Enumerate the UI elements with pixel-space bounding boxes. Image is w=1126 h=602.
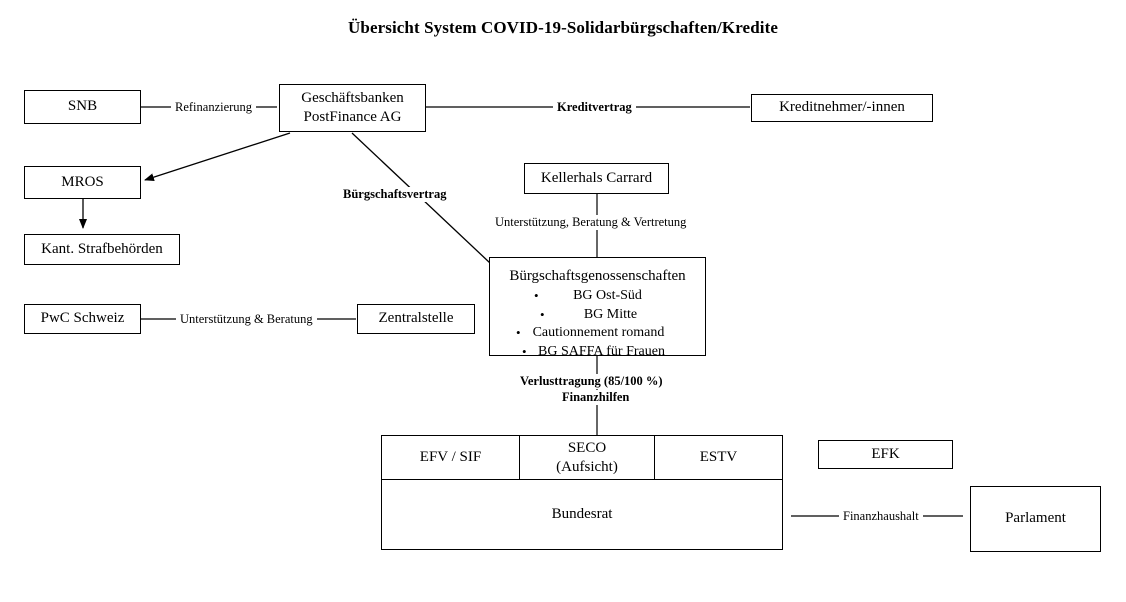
node-efk-label: EFK — [871, 445, 900, 462]
node-kellerhals-carrard[interactable]: Kellerhals Carrard — [524, 163, 669, 194]
gov-cell-bundesrat-label: Bundesrat — [551, 506, 613, 522]
node-geschaeftsbanken-line1: Geschäftsbanken — [301, 89, 404, 106]
gov-cell-seco-sublabel: (Aufsicht) — [556, 458, 618, 475]
edge-label-finanzhaushalt: Finanzhaushalt — [839, 509, 923, 524]
node-buergschaftsgenossenschaften[interactable]: Bürgschaftsgenossenschaften BG Ost-Süd B… — [489, 257, 706, 360]
node-kreditnehmer[interactable]: Kreditnehmer/-innen — [751, 94, 933, 122]
gov-cell-seco[interactable]: SECO (Aufsicht) — [520, 436, 655, 479]
node-parlament-label: Parlament — [1005, 510, 1066, 527]
edge-label-verlusttragung: Verlusttragung (85/100 %) — [516, 374, 667, 389]
node-mros-label: MROS — [61, 173, 104, 190]
node-kant-strafbehoerden[interactable]: Kant. Strafbehörden — [24, 234, 180, 265]
gov-cell-estv-label: ESTV — [699, 449, 738, 466]
node-snb[interactable]: SNB — [24, 90, 141, 124]
node-geschaeftsbanken[interactable]: Geschäftsbanken PostFinance AG — [279, 84, 426, 132]
node-parlament[interactable]: Parlament — [970, 486, 1101, 552]
gov-cell-efv-sif-label: EFV / SIF — [419, 449, 482, 466]
gov-cell-seco-label: SECO — [567, 439, 607, 456]
node-zentralstelle-label: Zentralstelle — [378, 310, 454, 327]
gov-cell-efv-sif[interactable]: EFV / SIF — [382, 436, 520, 479]
list-item: BG Ost-Süd — [534, 287, 665, 305]
node-kellerhals-carrard-label: Kellerhals Carrard — [540, 169, 653, 186]
list-item: BG SAFFA für Frauen — [522, 343, 665, 361]
node-buergschaftsgenossenschaften-title: Bürgschaftsgenossenschaften — [509, 268, 686, 284]
edge-label-unterstuetzung-beratung: Unterstützung & Beratung — [176, 312, 317, 327]
gov-table[interactable]: EFV / SIF SECO (Aufsicht) ESTV Bundesrat — [381, 435, 783, 550]
list-item: Cautionnement romand — [516, 324, 665, 342]
node-pwc-schweiz-label: PwC Schweiz — [40, 310, 125, 327]
node-zentralstelle[interactable]: Zentralstelle — [357, 304, 475, 334]
edge-label-finanzhilfen: Finanzhilfen — [558, 390, 634, 405]
node-snb-label: SNB — [67, 98, 98, 115]
edge-label-unterstuetzung-beratung-vertretung: Unterstützung, Beratung & Vertretung — [491, 215, 691, 230]
gov-table-top-row: EFV / SIF SECO (Aufsicht) ESTV — [382, 436, 782, 480]
page-title: Übersicht System COVID-19-Solidarbürgsch… — [348, 18, 778, 37]
node-mros[interactable]: MROS — [24, 166, 141, 199]
node-geschaeftsbanken-line2: PostFinance AG — [303, 109, 402, 125]
node-kreditnehmer-label: Kreditnehmer/-innen — [779, 99, 905, 116]
buergschaftsgenossenschaften-list: BG Ost-Süd BG Mitte Cautionnement romand… — [516, 287, 665, 361]
node-kant-strafbehoerden-label: Kant. Strafbehörden — [41, 240, 163, 257]
gov-cell-estv[interactable]: ESTV — [655, 436, 782, 479]
edge-label-kreditvertrag: Kreditvertrag — [553, 100, 636, 115]
gov-cell-bundesrat[interactable]: Bundesrat — [382, 480, 782, 549]
edge-label-buergschaftsvertrag: Bürgschaftsvertrag — [339, 187, 451, 202]
node-pwc-schweiz[interactable]: PwC Schweiz — [24, 304, 141, 334]
list-item: BG Mitte — [540, 306, 665, 324]
edge-label-refinanzierung: Refinanzierung — [171, 100, 257, 115]
node-efk[interactable]: EFK — [818, 440, 953, 469]
